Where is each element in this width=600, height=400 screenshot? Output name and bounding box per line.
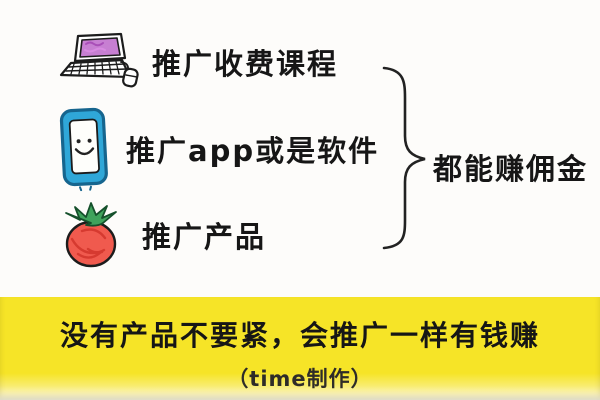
banner-credit: （time制作） — [227, 367, 373, 391]
promo-item-product: 推广产品 — [58, 200, 266, 270]
promo-item-label: 推广产品 — [142, 220, 267, 254]
laptop-icon — [59, 32, 139, 88]
tomato-icon — [65, 202, 117, 268]
promo-item-app: 推广app或是软件 — [58, 106, 379, 192]
curly-brace — [382, 66, 426, 250]
promo-item-label: 推广app或是软件 — [126, 134, 380, 168]
commission-label: 都能赚佣金 — [433, 152, 589, 186]
bottom-banner: 没有产品不要紧，会推广一样有钱赚 （time制作） — [0, 297, 600, 400]
banner-headline: 没有产品不要紧，会推广一样有钱赚 — [59, 319, 540, 352]
promo-item-label: 推广收费课程 — [152, 47, 339, 81]
promo-item-course: 推广收费课程 — [58, 30, 338, 94]
smartphone-icon — [59, 107, 108, 192]
